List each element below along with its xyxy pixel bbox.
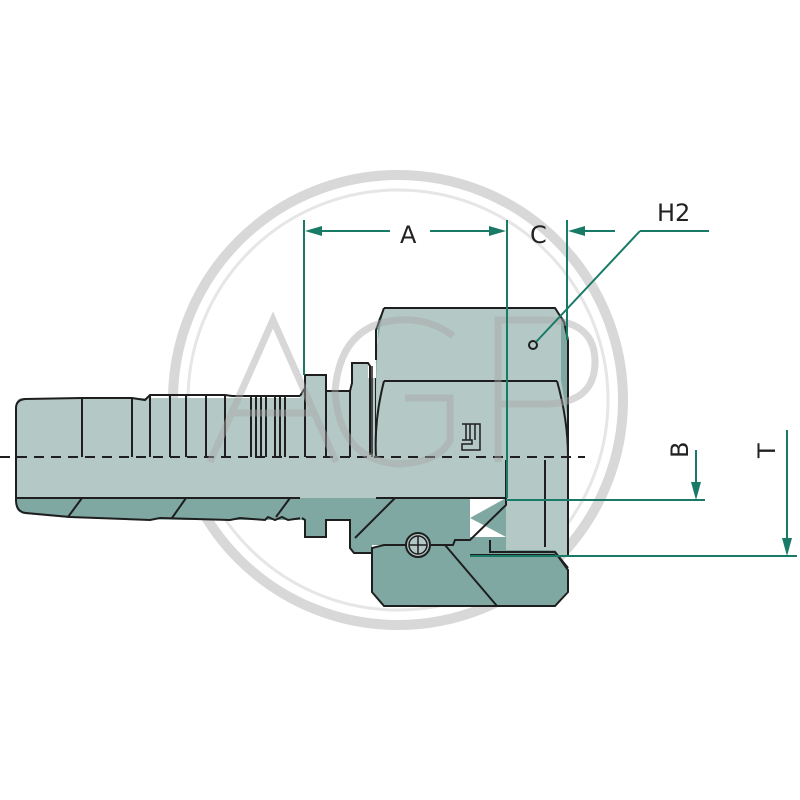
h2-point — [528, 340, 538, 350]
dim-label-a: A — [400, 221, 417, 249]
dim-label-t: T — [753, 443, 781, 459]
hex-nut — [371, 307, 569, 607]
dim-label-b: B — [666, 442, 694, 458]
manufacturer-mark — [461, 423, 481, 451]
o-ring — [405, 532, 431, 558]
dimensions — [303, 220, 797, 557]
dim-label-c: C — [530, 221, 547, 249]
dim-label-h2: H2 — [657, 199, 690, 227]
watermark-letters — [206, 311, 599, 468]
